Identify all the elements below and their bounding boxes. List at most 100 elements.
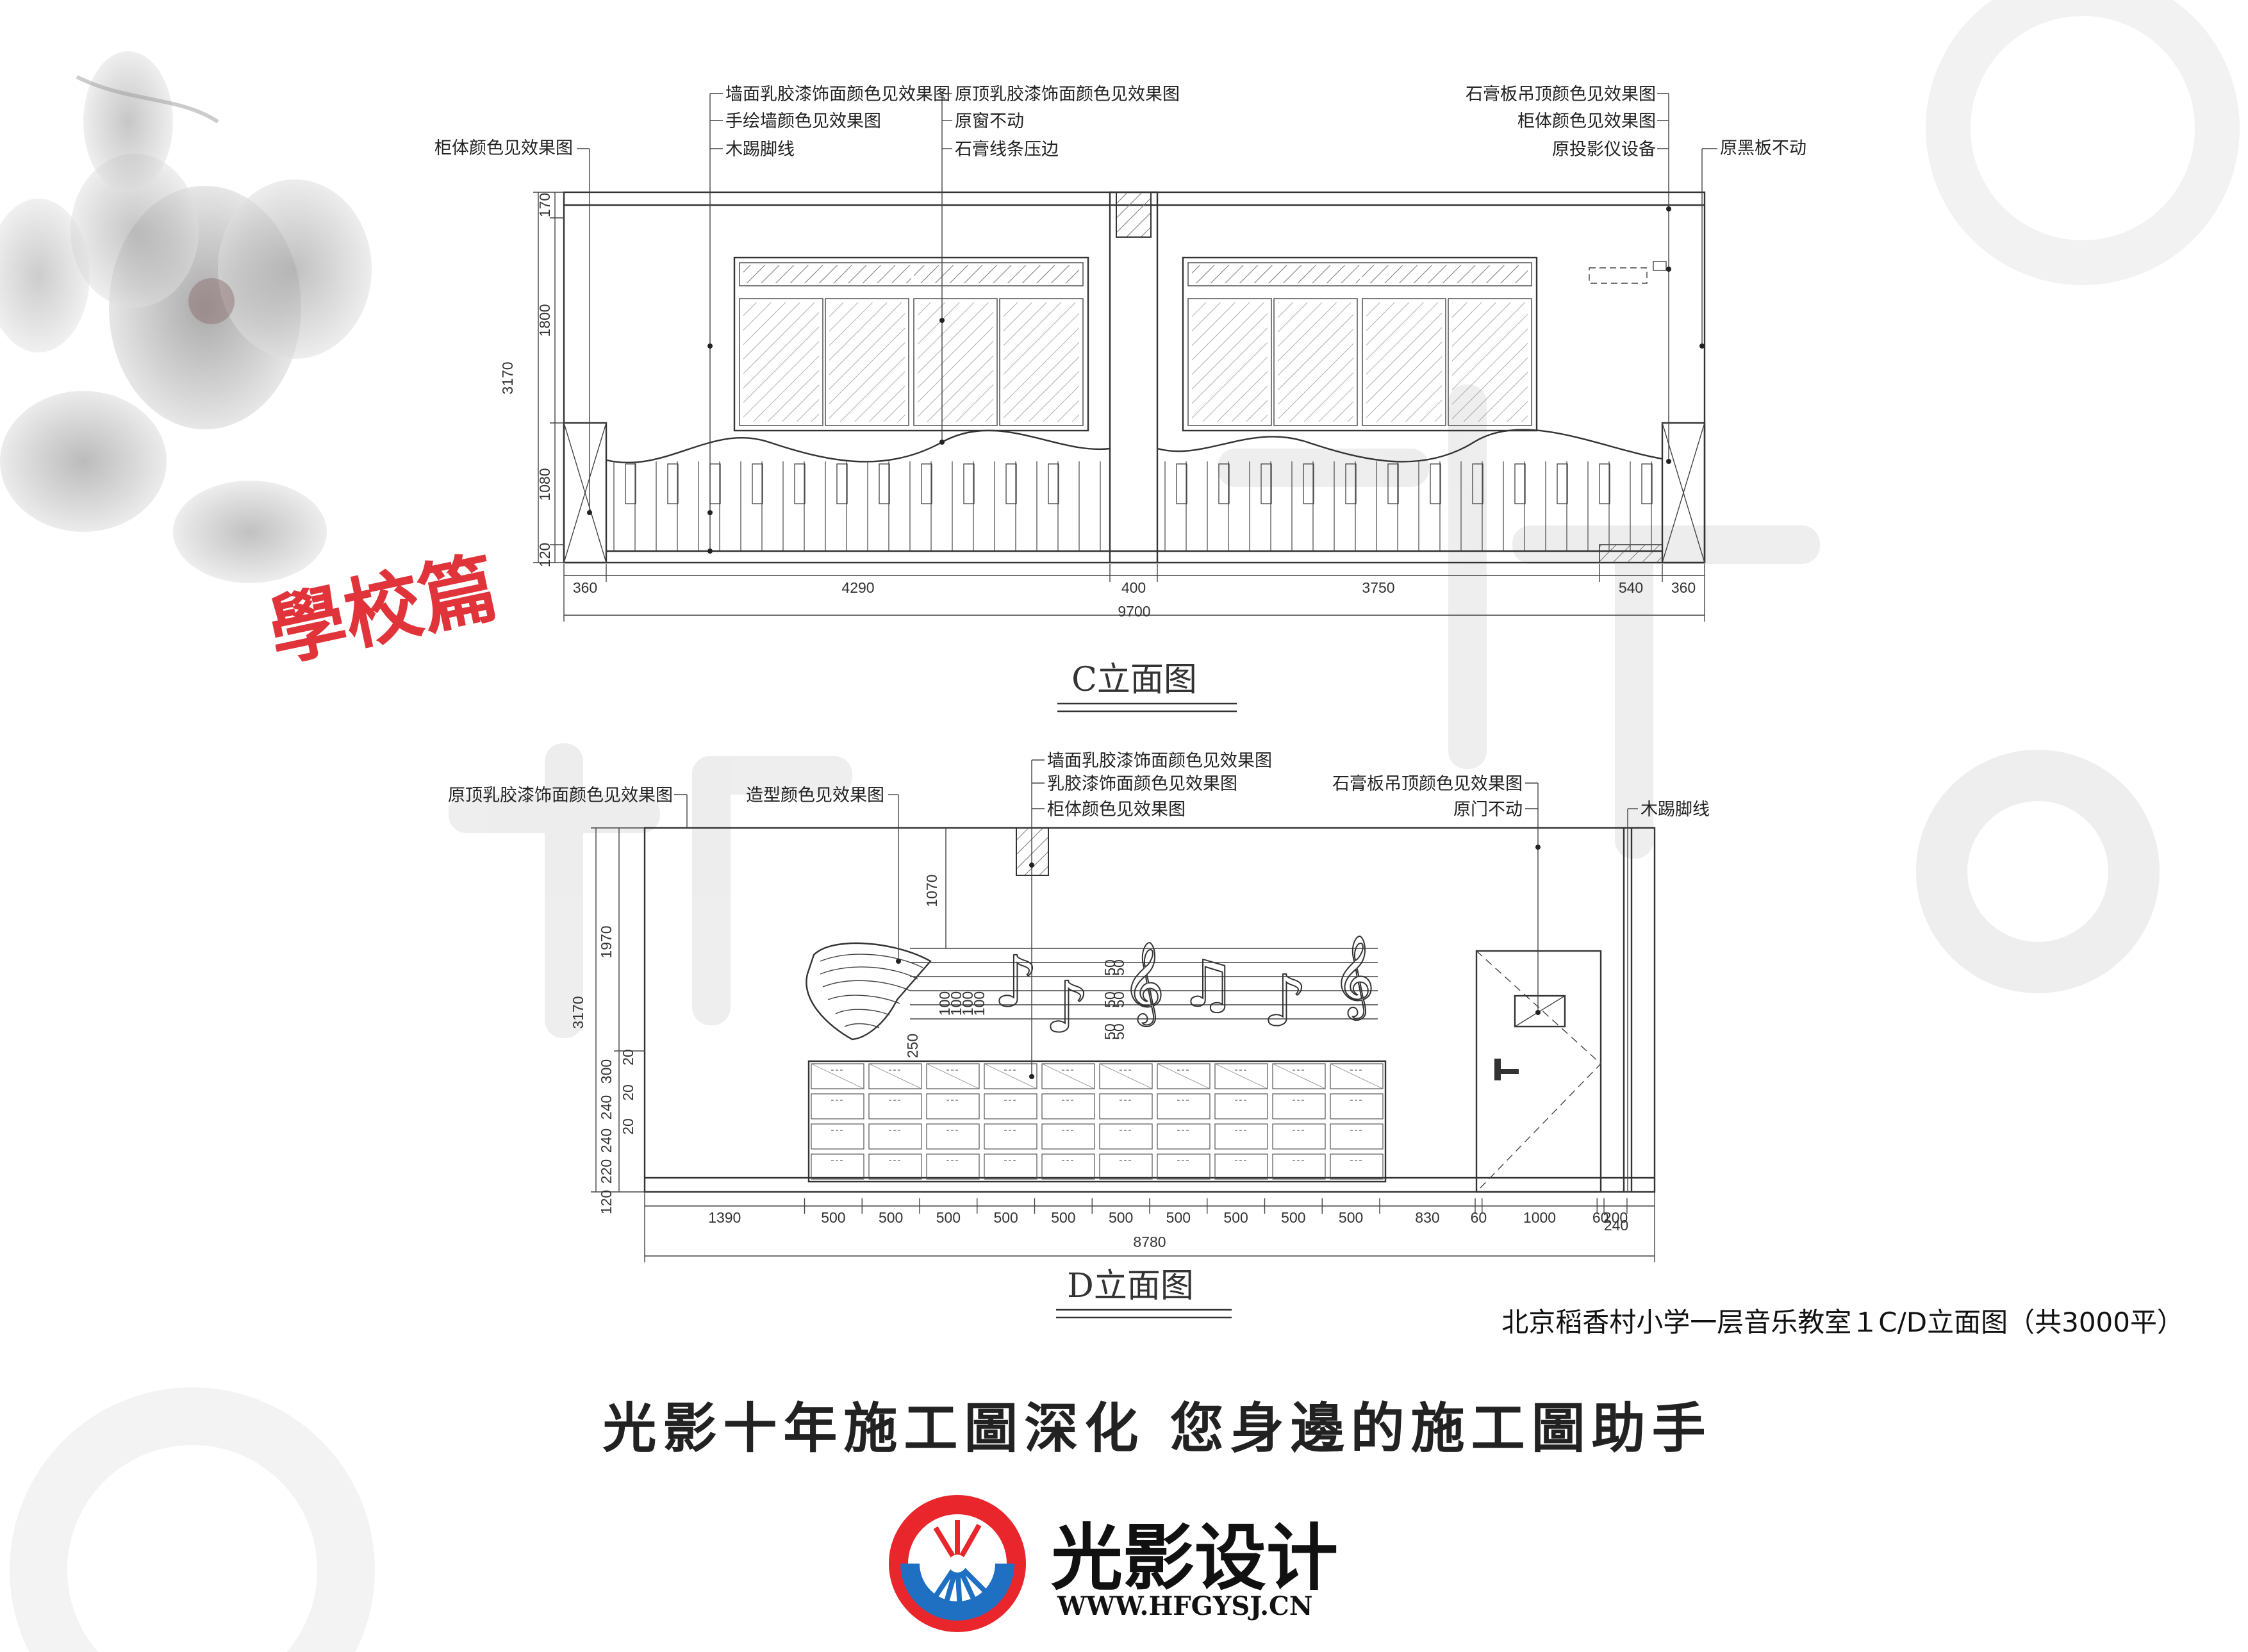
cabinet-glass-hatch	[1157, 1063, 1211, 1089]
piano-black-key	[1430, 463, 1441, 504]
cabinet-glass-hatch	[1272, 1063, 1326, 1089]
dimension-label: 500	[1051, 1209, 1075, 1226]
c-note-far-left: 柜体颜色见效果图	[434, 138, 573, 158]
dimension-label: 500	[1281, 1209, 1305, 1226]
svg-text:50: 50	[1111, 959, 1127, 976]
cabinet-door	[1214, 1063, 1268, 1089]
svg-text:石膏板吊顶颜色见效果图: 石膏板吊顶颜色见效果图	[1332, 774, 1523, 794]
d-note-top-left: 原顶乳胶漆饰面颜色见效果图	[448, 786, 673, 805]
piano-black-key	[1218, 463, 1230, 504]
svg-text:1070: 1070	[923, 874, 940, 907]
cabinet-glass-hatch	[926, 1063, 980, 1089]
svg-text:240: 240	[598, 1128, 615, 1153]
c-notes-left: 墙面乳胶漆饰面颜色见效果图 手绘墙颜色见效果图 木踢脚线	[725, 85, 950, 160]
cabinet-door	[984, 1063, 1037, 1089]
svg-text:400: 400	[1121, 579, 1146, 596]
piano-black-key	[1176, 463, 1187, 504]
piano-black-key	[1048, 463, 1059, 504]
dimension-label: 830	[1415, 1209, 1439, 1226]
cabinet-door	[1330, 1063, 1384, 1089]
svg-text:3170: 3170	[570, 996, 586, 1028]
svg-text:墙面乳胶漆饰面颜色见效果图: 墙面乳胶漆饰面颜色见效果图	[725, 85, 950, 104]
svg-text:4290: 4290	[841, 579, 874, 596]
ink-flower-decoration	[0, 51, 372, 583]
brand-url: WWW.HFGYSJ.CN	[1057, 1591, 1312, 1621]
svg-text:240: 240	[1604, 1217, 1628, 1234]
cabinet-door	[1330, 1093, 1384, 1119]
piano-black-key	[836, 463, 848, 504]
treble-clef-icon: 𝄞	[1333, 934, 1375, 1020]
c-window-left	[733, 256, 1089, 432]
project-caption: 北京稻香村小学一层音乐教室１C/D立面图（共3000平）	[1501, 1307, 2184, 1338]
c-notes-right: 石膏板吊顶颜色见效果图 柜体颜色见效果图 原投影仪设备	[1466, 85, 1656, 160]
dimension-label: 60	[1471, 1209, 1487, 1226]
dimension-label: 200	[1603, 1209, 1628, 1226]
svg-text:石膏线条压边: 石膏线条压边	[955, 140, 1059, 160]
cabinet-door	[984, 1093, 1037, 1119]
svg-text:100: 100	[936, 991, 953, 1016]
piano-black-key	[1345, 463, 1357, 504]
d-elevation-title: D立面图	[1067, 1267, 1194, 1305]
piano-black-key	[879, 463, 890, 504]
cabinet-door	[868, 1153, 922, 1180]
cabinet-door	[811, 1093, 864, 1119]
cabinet-door	[1099, 1123, 1153, 1150]
cabinet-door	[1272, 1063, 1326, 1089]
c-elevation: 墙面乳胶漆饰面颜色见效果图 手绘墙颜色见效果图 木踢脚线 原顶乳胶漆饰面颜色见效…	[434, 85, 1806, 713]
cabinet-door	[1099, 1093, 1153, 1119]
cabinet-door	[1157, 1063, 1211, 1089]
cabinet-door	[1272, 1093, 1326, 1119]
svg-text:木踢脚线: 木踢脚线	[725, 140, 795, 160]
svg-text:240: 240	[598, 1095, 615, 1119]
cabinet-door	[1157, 1123, 1211, 1150]
cabinet-door	[1157, 1093, 1211, 1119]
piano-black-key	[921, 463, 932, 504]
svg-text:3750: 3750	[1362, 579, 1394, 596]
cabinet-door	[1041, 1063, 1095, 1089]
svg-text:20: 20	[620, 1049, 636, 1066]
svg-text:50: 50	[1111, 1023, 1127, 1040]
cabinet-door	[811, 1123, 864, 1150]
music-note-icon: ♪	[993, 941, 1038, 1023]
cabinet-door	[984, 1153, 1037, 1180]
dimension-label: 500	[1166, 1209, 1191, 1226]
cabinet-door	[1330, 1153, 1384, 1180]
cabinet-door	[1041, 1093, 1095, 1119]
svg-text:柜体颜色见效果图: 柜体颜色见效果图	[1047, 800, 1186, 820]
c-dimensions-left: 170 1800 1080 120 3170	[499, 192, 564, 567]
piano-black-key	[1303, 463, 1314, 504]
piano-black-key	[709, 463, 721, 504]
svg-text:50: 50	[1102, 1023, 1118, 1040]
cabinet-door	[1272, 1123, 1326, 1150]
piano-black-key	[1005, 463, 1017, 504]
piano-black-key	[1514, 463, 1526, 504]
cabinet-door	[868, 1123, 922, 1150]
piano-black-key	[667, 463, 679, 504]
svg-text:1800: 1800	[536, 304, 553, 336]
d-door	[1475, 950, 1602, 1193]
dimension-label: 500	[1223, 1209, 1248, 1226]
d-dimensions-left: 1970 300 20 240 20 240 20 220 120 3170	[570, 827, 645, 1214]
svg-text:50: 50	[1111, 991, 1127, 1008]
cabinet-door	[926, 1123, 980, 1150]
svg-text:170: 170	[536, 193, 553, 217]
cabinet-door	[1041, 1153, 1095, 1180]
svg-text:1970: 1970	[598, 925, 615, 958]
cabinet-glass-hatch	[1099, 1063, 1153, 1089]
piano-black-key	[1260, 463, 1272, 504]
c-elevation-title: C立面图	[1071, 661, 1197, 699]
cabinet-glass-hatch	[984, 1063, 1037, 1089]
svg-text:250: 250	[904, 1034, 921, 1058]
svg-text:原窗不动: 原窗不动	[955, 112, 1024, 131]
cabinet-glass-hatch	[1330, 1063, 1384, 1089]
cabinet-glass-hatch	[1041, 1063, 1095, 1089]
piano-black-key	[1641, 463, 1653, 504]
cabinet-door	[1214, 1153, 1268, 1180]
d-note-shape: 造型颜色见效果图	[746, 786, 884, 805]
cabinet-door	[1272, 1153, 1326, 1180]
d-dimensions-inner: 1070 250 100 100 100 100 50 50 50 50 50 …	[904, 828, 1127, 1058]
c-notes-mid: 原顶乳胶漆饰面颜色见效果图 原窗不动 石膏线条压边	[955, 85, 1180, 160]
svg-text:3170: 3170	[499, 361, 516, 394]
